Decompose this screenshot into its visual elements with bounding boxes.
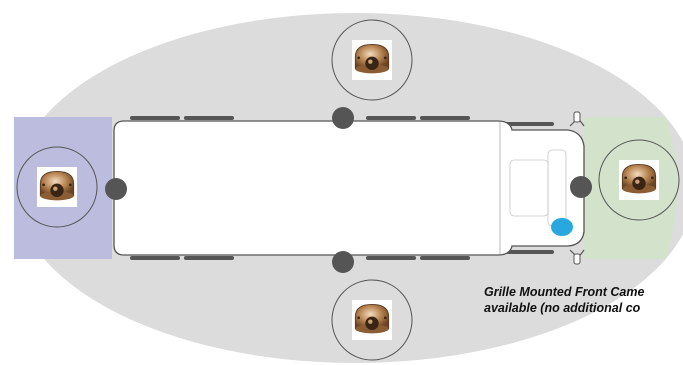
rear-mount-point-icon xyxy=(105,178,127,200)
caption-line-2: available (no additional co xyxy=(484,301,641,315)
caption-line-1: Grille Mounted Front Came xyxy=(484,285,645,299)
front-dome-camera-icon xyxy=(619,160,659,200)
grille-camera-indicator xyxy=(551,218,573,236)
bottom-dome-camera-icon xyxy=(352,300,392,340)
bottom-mount-point-icon xyxy=(332,251,354,273)
bottom-camera-view-ring xyxy=(331,279,413,361)
top-mount-point-icon xyxy=(332,107,354,129)
rear-camera-view-ring xyxy=(16,146,98,228)
front-mount-point-icon xyxy=(570,176,592,198)
rear-dome-camera-icon xyxy=(37,167,77,207)
top-dome-camera-icon xyxy=(352,40,392,80)
bus-outline xyxy=(113,111,585,265)
front-camera-view-ring xyxy=(598,139,680,221)
top-camera-view-ring xyxy=(331,19,413,101)
grille-camera-caption: Grille Mounted Front Came available (no … xyxy=(484,284,683,316)
